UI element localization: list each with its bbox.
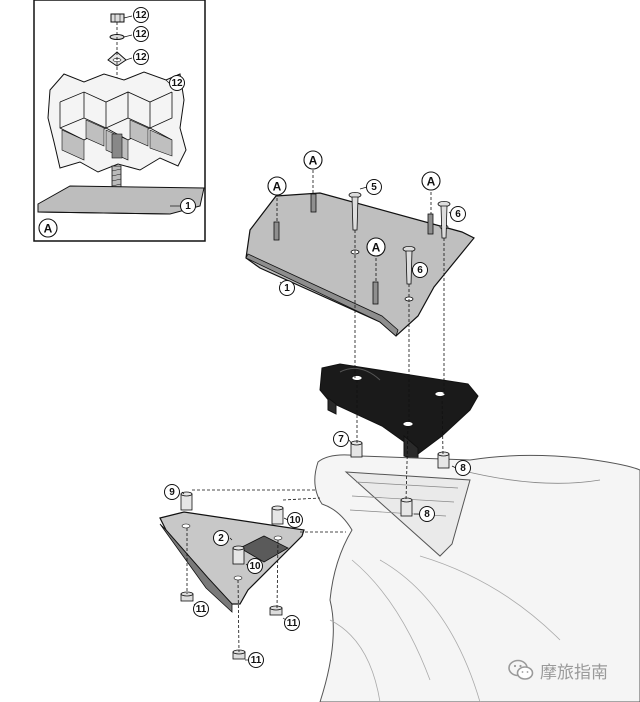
callout-12-spacer: 12	[133, 49, 149, 65]
callout-2: 2	[213, 530, 229, 546]
inset-ref-marker: A	[38, 218, 58, 238]
nuts-11	[180, 591, 283, 660]
ref-marker-a: A	[303, 150, 323, 170]
callout-8-lower: 8	[419, 506, 435, 522]
bolts	[348, 191, 451, 285]
callout-12-nut: 12	[133, 7, 149, 23]
inset-leaders	[123, 15, 180, 207]
ref-marker-layer: A A A A A	[38, 150, 441, 257]
callout-11-left: 11	[193, 601, 209, 617]
inset-nut	[110, 13, 125, 23]
callout-6-right-label: 6	[455, 209, 461, 220]
callout-11-bottom-label: 11	[251, 655, 262, 666]
callout-12-spacer-label: 12	[135, 52, 147, 63]
callout-12-washer: 12	[133, 26, 149, 42]
assembly-lines	[186, 170, 445, 653]
callout-10-upper-label: 10	[289, 515, 301, 526]
callout-12-washer-label: 12	[135, 29, 147, 40]
inset-detail	[33, 0, 206, 242]
callout-8-lower-label: 8	[424, 509, 430, 520]
watermark-text: 摩旅指南	[540, 662, 608, 683]
inset-base-plate	[37, 185, 205, 215]
callout-1-plate: 1	[279, 280, 295, 296]
callout-8-right-label: 8	[460, 463, 466, 474]
callout-12-nut-label: 12	[135, 10, 147, 21]
ref-marker-a: A	[267, 176, 287, 196]
callout-12-grid: 12	[169, 75, 185, 91]
spacers-upper	[350, 440, 450, 517]
callout-10-lower: 10	[247, 558, 263, 574]
callout-10-lower-label: 10	[249, 561, 261, 572]
callout-1-inset: 1	[180, 198, 196, 214]
callout-11-right: 11	[284, 615, 300, 631]
ref-marker-a: A	[366, 237, 386, 257]
callout-9-label: 9	[169, 487, 175, 498]
ref-marker-label: A	[372, 241, 381, 255]
callout-6-right: 6	[450, 206, 466, 222]
callout-11-left-label: 11	[196, 604, 207, 615]
callout-6-mid: 6	[412, 262, 428, 278]
callout-layer: 12 12 12 12 1 5 6 6 1 7 8 8 9 10 2 10 11 11 11	[133, 7, 471, 668]
ref-marker-label: A	[427, 175, 436, 189]
callout-1-plate-label: 1	[284, 283, 290, 294]
callout-10-upper: 10	[287, 512, 303, 528]
wechat-icon	[508, 659, 534, 680]
main-plate	[245, 192, 475, 337]
callout-8-right: 8	[455, 460, 471, 476]
callout-12-grid-label: 12	[171, 78, 183, 89]
ref-marker-a: A	[421, 171, 441, 191]
ref-marker-label: A	[44, 222, 53, 236]
watermark: 摩旅指南	[508, 656, 608, 684]
ref-marker-label: A	[273, 180, 282, 194]
inset-grid-block	[47, 71, 187, 173]
callout-1-inset-label: 1	[185, 201, 191, 212]
lower-bracket	[159, 491, 305, 613]
callout-9: 9	[164, 484, 180, 500]
plate-studs	[273, 193, 434, 305]
callout-7-label: 7	[338, 434, 344, 445]
callout-5-label: 5	[371, 182, 377, 193]
callout-2-label: 2	[218, 533, 224, 544]
ref-marker-label: A	[309, 154, 318, 168]
callout-11-bottom: 11	[248, 652, 264, 668]
callout-11-right-label: 11	[287, 618, 298, 629]
callout-7: 7	[333, 431, 349, 447]
callout-6-mid-label: 6	[417, 265, 423, 276]
adapter-bracket	[319, 363, 479, 461]
callout-5: 5	[366, 179, 382, 195]
